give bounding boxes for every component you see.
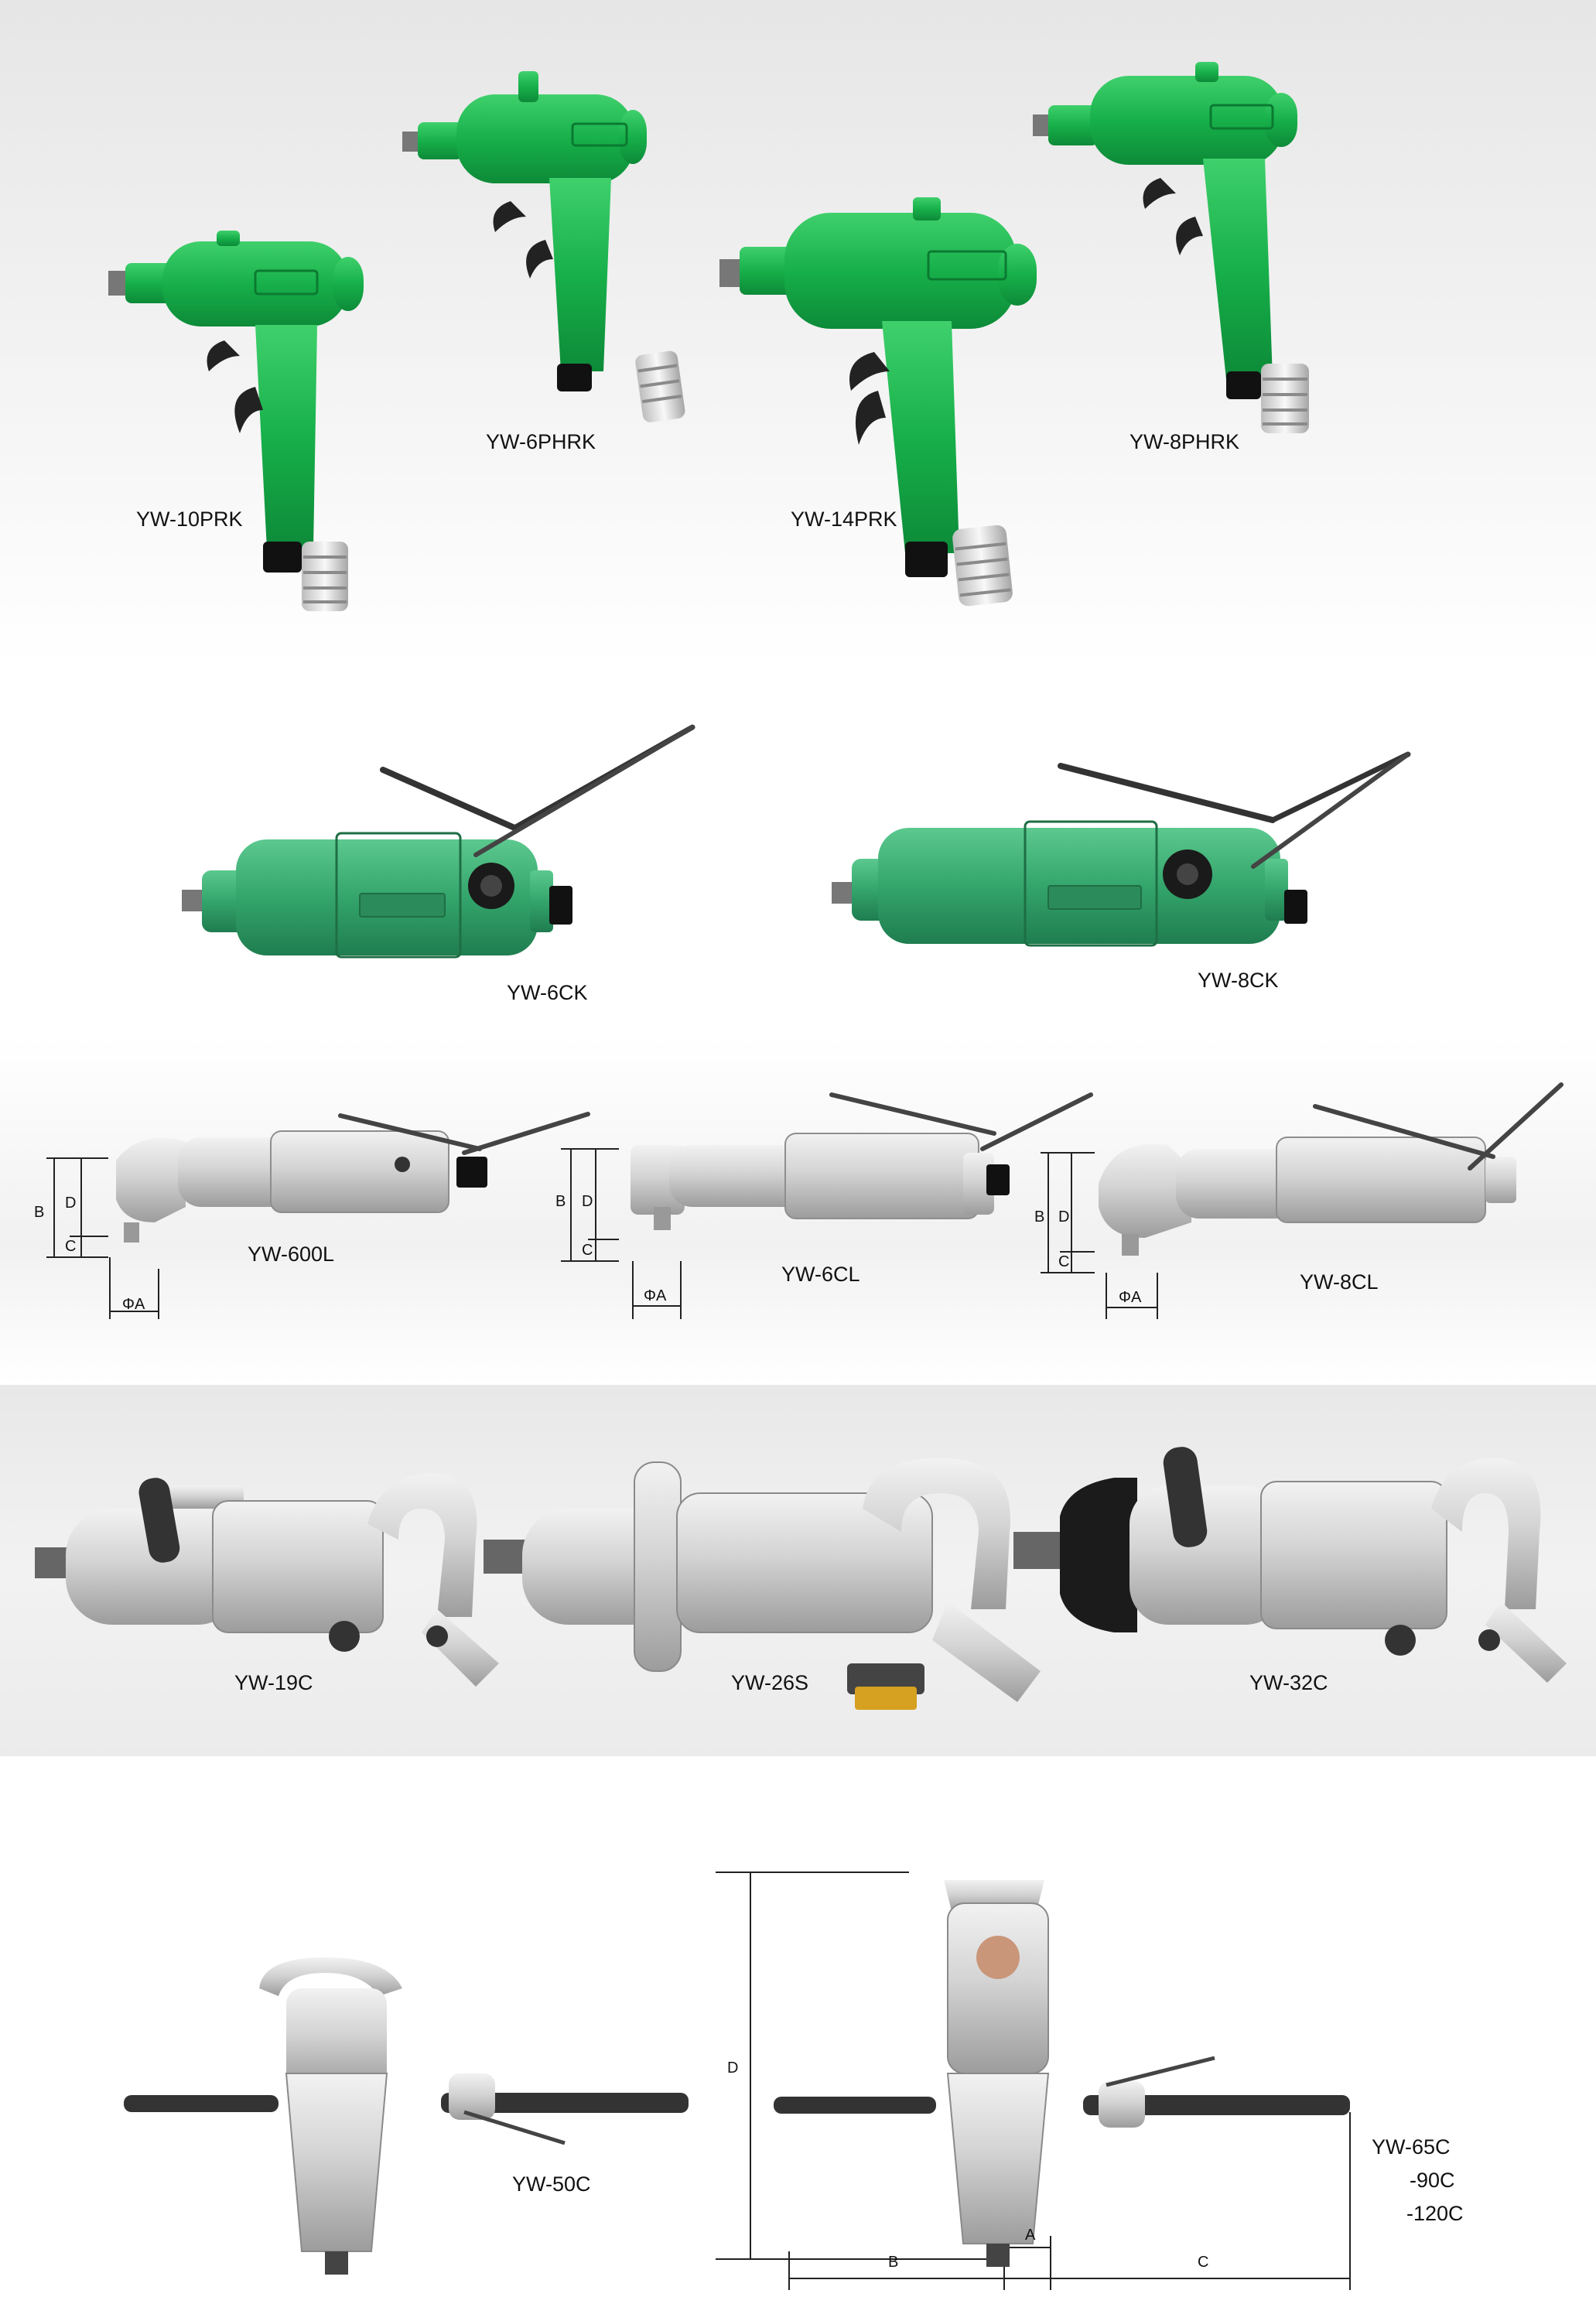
dim-label-c: C: [1058, 1253, 1070, 1270]
model-label-yw14prk: YW-14PRK: [791, 508, 897, 531]
dim-label-b: B: [555, 1193, 566, 1210]
dim-label-b: B: [34, 1204, 45, 1221]
dim-label-c: C: [1198, 2254, 1209, 2271]
model-label-yw19c: YW-19C: [234, 1671, 313, 1694]
dim-label-b: B: [1034, 1208, 1045, 1225]
model-label-yw6cl: YW-6CL: [781, 1263, 860, 1286]
model-label-yw8phrk: YW-8PHRK: [1130, 430, 1240, 453]
dim-label-a: ΦA: [644, 1287, 667, 1304]
dim-label-d: D: [65, 1195, 77, 1212]
model-label-yw8cl: YW-8CL: [1300, 1270, 1379, 1294]
model-label-yw65c: YW-65C: [1372, 2135, 1451, 2159]
pistol-tool-image: [719, 197, 1037, 607]
heavy-tool-image: [1013, 1447, 1567, 1683]
pistol-tool-image: [1033, 62, 1309, 433]
pistol-tool-image: [402, 71, 685, 422]
model-label-yw6phrk: YW-6PHRK: [486, 430, 596, 453]
large-tool-image: [774, 1880, 1350, 2267]
dim-label-d: D: [1058, 1208, 1070, 1225]
model-label-yw120c: -120C: [1406, 2202, 1464, 2225]
large-tool-image: [124, 1957, 689, 2275]
heavy-tool-image: [484, 1458, 1041, 1710]
straight-tool-image: [832, 751, 1411, 947]
angle-tool-image: [116, 1112, 590, 1243]
angle-tool-image: [1099, 1082, 1564, 1256]
angle-tool-image: [631, 1092, 1093, 1230]
dim-label-d: D: [727, 2060, 739, 2077]
large-section: [0, 1756, 1596, 2321]
heavy-tool-image: [35, 1473, 499, 1687]
dim-label-c: C: [582, 1242, 593, 1259]
straight-tool-image: [182, 724, 695, 959]
dim-label-a: A: [1025, 2227, 1036, 2244]
model-label-yw90c: -90C: [1410, 2169, 1455, 2192]
dim-label-b: B: [888, 2254, 899, 2271]
model-label-yw26s: YW-26S: [731, 1671, 809, 1694]
model-label-yw32c: YW-32C: [1249, 1671, 1328, 1694]
model-label-yw10prk: YW-10PRK: [136, 508, 243, 531]
model-label-yw600l: YW-600L: [248, 1243, 335, 1266]
dim-label-c: C: [65, 1238, 77, 1255]
model-label-yw50c: YW-50C: [512, 2172, 591, 2196]
model-label-yw6ck: YW-6CK: [507, 981, 588, 1004]
dim-label-d: D: [582, 1193, 593, 1210]
model-label-yw8ck: YW-8CK: [1198, 969, 1279, 992]
dim-label-a: ΦA: [122, 1296, 145, 1313]
pistol-tool-image: [108, 231, 364, 611]
dim-label-a: ΦA: [1119, 1289, 1142, 1306]
